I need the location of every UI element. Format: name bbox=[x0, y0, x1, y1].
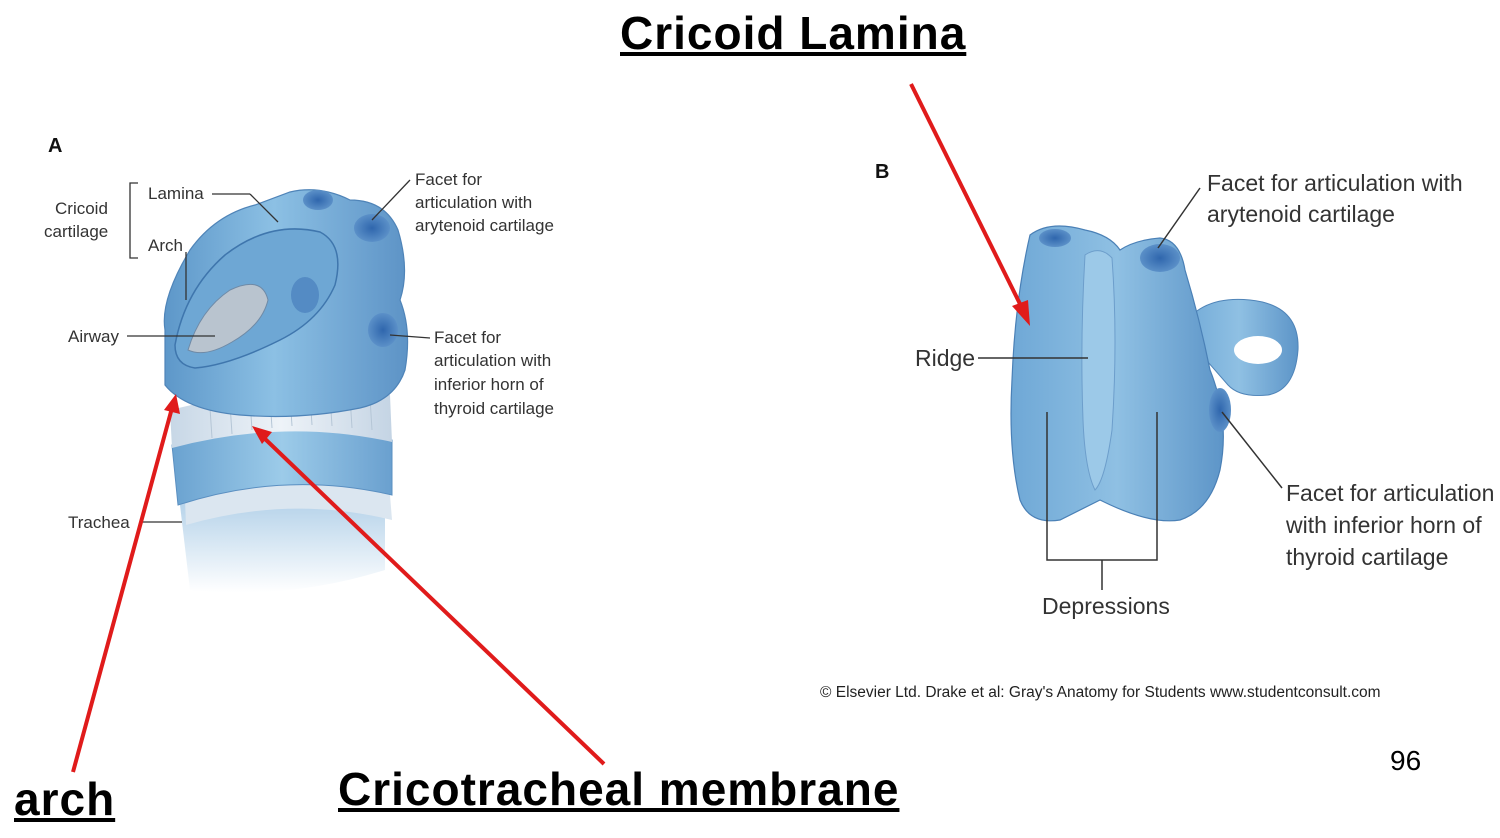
arrow-cricotracheal-membrane bbox=[252, 426, 606, 766]
facet-thyroid-b bbox=[1209, 388, 1231, 432]
credit-line: © Elsevier Ltd. Drake et al: Gray's Anat… bbox=[820, 684, 1381, 701]
red-arrows bbox=[71, 83, 1030, 773]
arrow-arch bbox=[71, 394, 180, 773]
facet-arytenoid-1 bbox=[303, 190, 333, 210]
facet-side bbox=[291, 277, 319, 313]
panel-a: A bbox=[44, 135, 556, 593]
facet-arytenoid-2 bbox=[354, 214, 390, 242]
panel-b: B Facet for articulation with bbox=[820, 161, 1500, 701]
label-trachea: Trachea bbox=[68, 513, 130, 532]
label-facet-thyroid-b: Facet for articulation with inferior hor… bbox=[1285, 480, 1500, 570]
lamina-body bbox=[1010, 225, 1224, 522]
lamina-ridge bbox=[1081, 250, 1116, 491]
facet-arytenoid-b2 bbox=[1140, 244, 1180, 272]
panel-b-leaders bbox=[978, 187, 1283, 590]
label-depressions: Depressions bbox=[1042, 593, 1170, 619]
label-facet-thyroid-a: Facet for articulation with inferior hor… bbox=[434, 328, 556, 418]
panel-a-letter: A bbox=[48, 135, 62, 157]
heading-cricoid-lamina: Cricoid Lamina bbox=[620, 7, 967, 59]
arrow-cricoid-lamina bbox=[909, 83, 1030, 326]
label-arch: Arch bbox=[148, 236, 183, 255]
panel-b-letter: B bbox=[875, 161, 889, 183]
label-airway: Airway bbox=[68, 327, 120, 346]
facet-thyroid bbox=[368, 313, 398, 347]
label-lamina: Lamina bbox=[148, 184, 204, 203]
facet-arytenoid-b1 bbox=[1039, 229, 1071, 247]
heading-cricotracheal-membrane: Cricotracheal membrane bbox=[338, 763, 900, 815]
heading-arch: arch bbox=[14, 773, 116, 825]
label-facet-arytenoid-b: Facet for articulation with arytenoid ca… bbox=[1207, 170, 1469, 227]
label-cartilage: cartilage bbox=[44, 222, 108, 241]
arch-loop-hole bbox=[1234, 336, 1282, 364]
label-cricoid: Cricoid bbox=[55, 199, 108, 218]
label-facet-arytenoid-a: Facet for articulation with arytenoid ca… bbox=[415, 170, 554, 235]
trachea-membrane-lower bbox=[185, 483, 392, 525]
panel-a-leaders bbox=[127, 179, 431, 523]
label-ridge: Ridge bbox=[915, 345, 975, 371]
slide-number: 96 bbox=[1390, 745, 1422, 776]
